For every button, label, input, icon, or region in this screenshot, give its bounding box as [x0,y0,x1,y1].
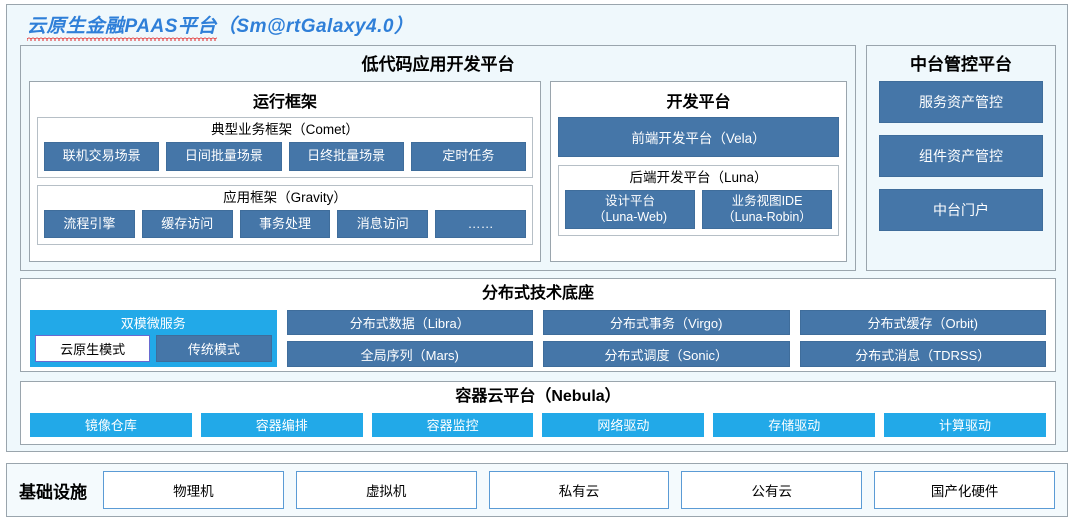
page-title-english: （Sm@rtGalaxy4.0） [216,16,414,37]
platform-frame: 云原生金融PAAS平台（Sm@rtGalaxy4.0） 低代码应用开发平台 运行… [6,4,1068,452]
infrastructure-panel: 基础设施 物理机 虚拟机 私有云 公有云 国产化硬件 [6,463,1068,517]
distributed-column-2: 分布式事务（Virgo) 分布式调度（Sonic） [543,309,790,367]
chip-legacy-mode[interactable]: 传统模式 [156,334,272,362]
chip-message-access[interactable]: 消息访问 [337,209,429,238]
infrastructure-chip-row: 物理机 虚拟机 私有云 公有云 国产化硬件 [103,471,1055,509]
midplatform-control-panel: 中台管控平台 服务资产管控 组件资产管控 中台门户 [866,45,1056,271]
chip-frontend-dev-platform[interactable]: 前端开发平台（Vela） [558,117,839,158]
chip-process-engine[interactable]: 流程引擎 [44,209,135,238]
chip-business-view-ide-line2: （Luna-Robin） [722,209,812,224]
chip-global-sequence-mars[interactable]: 全局序列（Mars) [286,341,533,367]
chip-design-platform[interactable]: 设计平台 （Luna-Web) [565,190,695,229]
page-title-chinese: 云原生金融PAAS平台 [27,16,217,41]
midplatform-heading: 中台管控平台 [910,55,1012,74]
chip-container-monitoring[interactable]: 容器监控 [371,412,534,437]
dual-mode-title: 双模微服务 [120,315,186,331]
lowcode-platform-heading: 低代码应用开发平台 [361,55,515,74]
chip-image-repository[interactable]: 镜像仓库 [30,412,192,437]
button-service-asset-control[interactable]: 服务资产管控 [879,81,1043,124]
chip-distributed-scheduling-sonic[interactable]: 分布式调度（Sonic） [543,341,790,367]
chip-scheduled-task[interactable]: 定时任务 [410,142,526,171]
gravity-chip-row: 流程引擎 缓存访问 事务处理 消息访问 …… [44,209,526,238]
luna-chip-row: 设计平台 （Luna-Web) 业务视图IDE （Luna-Robin） [565,190,832,229]
dual-mode-row: 云原生模式 传统模式 [35,334,272,362]
chip-distributed-transaction-virgo[interactable]: 分布式事务（Virgo) [543,309,790,336]
chip-transaction-processing[interactable]: 事务处理 [239,209,331,238]
dual-mode-column: 双模微服务 云原生模式 传统模式 [30,309,277,367]
button-midplatform-portal[interactable]: 中台门户 [879,189,1043,232]
chip-business-view-ide-line1: 业务视图IDE [731,194,803,209]
distributed-column-3: 分布式缓存（Orbit) 分布式消息（TDRSS） [799,309,1046,367]
chip-virtual-machine[interactable]: 虚拟机 [295,471,477,509]
lowcode-body: 运行框架 典型业务框架（Comet） 联机交易场景 日间批量场景 日终批量场景 … [29,81,847,262]
comet-chip-row: 联机交易场景 日间批量场景 日终批量场景 定时任务 [44,142,526,171]
chip-distributed-cache-orbit[interactable]: 分布式缓存（Orbit) [799,309,1046,336]
gravity-group-title: 应用框架（Gravity） [223,189,347,205]
dual-mode-microservice-group: 双模微服务 云原生模式 传统模式 [30,309,277,367]
chip-network-driver[interactable]: 网络驱动 [542,412,705,437]
chip-cloud-native-mode[interactable]: 云原生模式 [35,334,151,362]
chip-physical-machine[interactable]: 物理机 [103,471,284,509]
comet-group: 典型业务框架（Comet） 联机交易场景 日间批量场景 日终批量场景 定时任务 [37,117,533,178]
chip-compute-driver[interactable]: 计算驱动 [884,412,1046,437]
distributed-base-panel: 分布式技术底座 双模微服务 云原生模式 传统模式 分布式数据（Libra） 全局… [20,278,1056,372]
distributed-column-1: 分布式数据（Libra） 全局序列（Mars) [286,309,533,367]
runtime-framework-heading: 运行框架 [252,94,317,112]
chip-online-transaction[interactable]: 联机交易场景 [44,142,160,171]
distributed-base-heading: 分布式技术底座 [481,285,594,302]
runtime-framework-panel: 运行框架 典型业务框架（Comet） 联机交易场景 日间批量场景 日终批量场景 … [29,81,541,262]
infrastructure-label: 基础设施 [19,482,87,502]
top-row: 低代码应用开发平台 运行框架 典型业务框架（Comet） 联机交易场景 日间批量… [20,45,1056,271]
chip-design-platform-line1: 设计平台 [604,194,655,209]
button-component-asset-control[interactable]: 组件资产管控 [879,135,1043,178]
chip-more-ellipsis[interactable]: …… [435,209,526,238]
lowcode-platform-panel: 低代码应用开发平台 运行框架 典型业务框架（Comet） 联机交易场景 日间批量… [20,45,856,271]
container-cloud-panel: 容器云平台（Nebula） 镜像仓库 容器编排 容器监控 网络驱动 存储驱动 计… [20,381,1056,445]
dev-platform-panel: 开发平台 前端开发平台（Vela） 后端开发平台（Luna） 设计平台 （Lun… [550,81,847,262]
container-chip-row: 镜像仓库 容器编排 容器监控 网络驱动 存储驱动 计算驱动 [30,412,1046,437]
chip-storage-driver[interactable]: 存储驱动 [713,412,876,437]
chip-container-orchestration[interactable]: 容器编排 [200,412,363,437]
chip-private-cloud[interactable]: 私有云 [488,471,670,509]
chip-cache-access[interactable]: 缓存访问 [141,209,233,238]
gravity-group: 应用框架（Gravity） 流程引擎 缓存访问 事务处理 消息访问 …… [37,184,533,245]
chip-intraday-batch[interactable]: 日间批量场景 [166,142,282,171]
chip-distributed-message-tdrss[interactable]: 分布式消息（TDRSS） [799,341,1046,367]
comet-group-title: 典型业务框架（Comet） [211,122,359,138]
chip-public-cloud[interactable]: 公有云 [681,471,863,509]
luna-group-title: 后端开发平台（Luna） [629,170,768,186]
distributed-grid: 双模微服务 云原生模式 传统模式 分布式数据（Libra） 全局序列（Mars)… [30,309,1046,367]
chip-domestic-hardware[interactable]: 国产化硬件 [874,471,1055,509]
luna-group: 后端开发平台（Luna） 设计平台 （Luna-Web) 业务视图IDE （Lu… [558,165,839,236]
chip-design-platform-line2: （Luna-Web) [592,209,668,224]
chip-business-view-ide[interactable]: 业务视图IDE （Luna-Robin） [702,190,832,229]
container-cloud-heading: 容器云平台（Nebula） [455,388,621,405]
page-title: 云原生金融PAAS平台（Sm@rtGalaxy4.0） [27,11,414,41]
dev-platform-heading: 开发平台 [666,94,731,112]
chip-eod-batch[interactable]: 日终批量场景 [288,142,404,171]
chip-distributed-data-libra[interactable]: 分布式数据（Libra） [286,309,533,336]
